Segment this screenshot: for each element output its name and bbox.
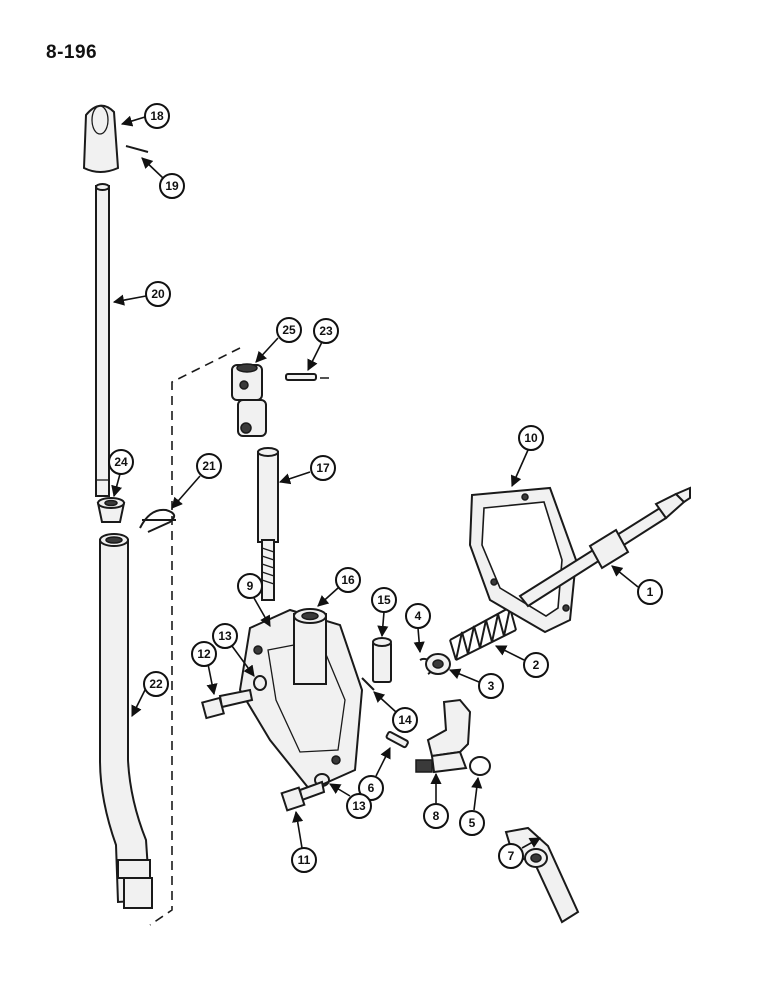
callout-8: 8	[423, 772, 449, 829]
callout-11: 11	[291, 810, 317, 873]
callout-15: 15	[371, 587, 397, 638]
svg-text:3: 3	[488, 679, 495, 693]
callout-17: 17	[278, 455, 336, 485]
callout-23: 23	[307, 318, 339, 372]
svg-text:23: 23	[319, 324, 333, 338]
svg-text:7: 7	[508, 849, 515, 863]
part-13-lock-washer-upper	[253, 675, 267, 691]
svg-text:13: 13	[352, 799, 366, 813]
part-1-shift-rail	[518, 486, 691, 608]
part-22-lever-tube	[99, 533, 153, 909]
callout-2: 2	[494, 645, 549, 678]
callout-6: 6	[358, 746, 391, 801]
svg-text:6: 6	[368, 781, 375, 795]
svg-text:21: 21	[202, 459, 216, 473]
callout-12: 12	[191, 641, 218, 696]
svg-text:25: 25	[282, 323, 296, 337]
assembly-dashed-line	[149, 347, 241, 926]
svg-text:10: 10	[524, 431, 538, 445]
svg-text:9: 9	[247, 579, 254, 593]
part-25-universal-joint	[231, 363, 267, 437]
part-2-spring	[449, 603, 517, 661]
page-number: 8-196	[46, 42, 98, 63]
part-5-o-ring	[469, 756, 491, 776]
part-7-shift-lever	[504, 826, 580, 924]
svg-text:19: 19	[165, 179, 179, 193]
svg-text:17: 17	[316, 461, 330, 475]
svg-text:15: 15	[377, 593, 391, 607]
svg-text:24: 24	[114, 455, 128, 469]
callout-3: 3	[448, 668, 504, 699]
svg-text:20: 20	[151, 287, 165, 301]
callout-13-upper: 13	[212, 623, 255, 677]
svg-text:16: 16	[341, 573, 355, 587]
callout-1: 1	[611, 565, 663, 605]
callout-18: 18	[120, 103, 170, 129]
part-15-sleeve	[372, 637, 392, 683]
callout-9: 9	[237, 573, 271, 627]
part-17-shift-shaft	[257, 447, 279, 601]
svg-text:11: 11	[298, 853, 311, 867]
callout-21: 21	[171, 453, 222, 509]
callout-16: 16	[317, 567, 361, 607]
callout-20: 20	[112, 281, 171, 307]
svg-text:22: 22	[149, 677, 163, 691]
svg-text:18: 18	[150, 109, 164, 123]
callout-25: 25	[255, 317, 302, 363]
part-12-bolt	[201, 688, 254, 720]
callout-14: 14	[373, 691, 418, 733]
svg-text:8: 8	[433, 809, 440, 823]
part-10-gasket	[468, 486, 578, 634]
callout-22: 22	[131, 671, 169, 718]
svg-text:14: 14	[398, 713, 412, 727]
part-8-shift-lug	[415, 698, 472, 774]
part-24-bushing	[96, 497, 126, 523]
part-20-lever-rod	[95, 183, 110, 497]
svg-text:5: 5	[469, 816, 476, 830]
svg-text:1: 1	[647, 585, 654, 599]
callout-4: 4	[405, 603, 431, 654]
part-23-pin	[285, 373, 317, 381]
callout-5: 5	[459, 776, 485, 836]
svg-text:4: 4	[415, 609, 422, 623]
callout-10: 10	[510, 425, 544, 488]
svg-text:2: 2	[533, 658, 540, 672]
part-21-hairpin-clip	[139, 508, 176, 533]
svg-text:12: 12	[197, 647, 211, 661]
callout-19: 19	[141, 157, 185, 199]
part-3-collar	[425, 653, 451, 675]
part-16-boss	[293, 608, 327, 685]
callout-13-lower: 13	[329, 783, 372, 819]
svg-text:13: 13	[218, 629, 232, 643]
part-19-roll-pin	[125, 145, 149, 153]
part-11-bolt	[280, 780, 326, 812]
callout-7: 7	[498, 837, 541, 869]
part-6-pin	[385, 731, 409, 749]
part-18-knob	[82, 104, 120, 173]
callout-24: 24	[108, 449, 134, 498]
part-14-pin	[361, 677, 375, 691]
